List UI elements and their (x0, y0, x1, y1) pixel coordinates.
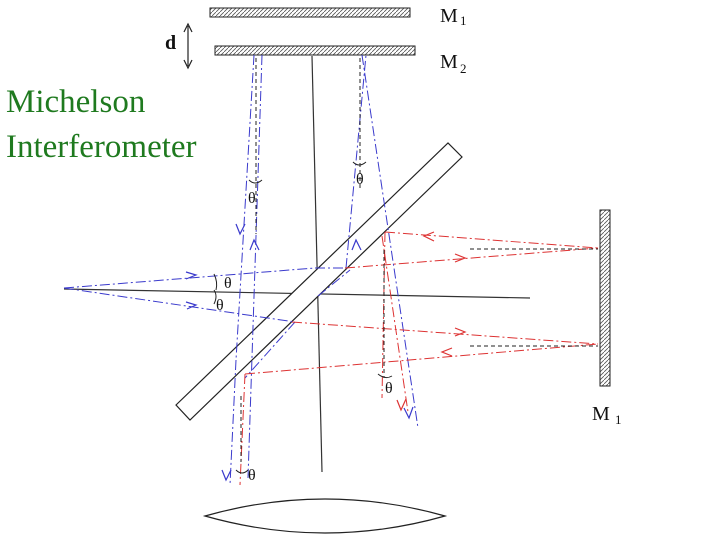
angle-label-left: θ (248, 190, 256, 207)
arc-left (248, 179, 263, 184)
angle-label-source-upper: θ (224, 275, 232, 292)
blue-ray-left-down (247, 54, 263, 479)
angle-label-right-lower: θ (385, 380, 393, 397)
title-line-2: Interferometer (6, 129, 197, 165)
arc-source-lower (213, 289, 217, 305)
mirror-right (599, 209, 611, 387)
blue-ray-source-lower (63, 287, 296, 323)
d-arrow-head-up (183, 22, 193, 33)
angle-label-bottom: θ (248, 467, 256, 484)
mirror-label-top-upper: M (440, 5, 458, 27)
mirror-sub-top-upper: 1 (460, 13, 467, 28)
arc-bottom (235, 469, 249, 474)
red-ray-lower-in (291, 321, 599, 345)
angle-arcs (213, 161, 393, 474)
vertical-axis (311, 55, 323, 473)
blue-ray-right-down (361, 54, 419, 429)
mirror-sub-top-lower: 2 (460, 61, 467, 76)
normals (240, 58, 598, 462)
red-arrows (396, 231, 467, 412)
blue-arrow-7 (221, 469, 232, 482)
red-ray-upper-in (384, 231, 599, 249)
blue-arrow-4 (249, 238, 260, 251)
blue-ray-exit-left (229, 359, 237, 486)
mirror-top-upper (209, 7, 411, 18)
red-ray-upper-out (344, 247, 599, 269)
angle-label-right: θ (356, 171, 364, 188)
blue-ray-cross (317, 269, 351, 297)
d-label: d (165, 32, 176, 54)
red-arrow-4 (440, 347, 453, 357)
blue-arrow-3 (235, 223, 246, 236)
blue-arrow-5 (351, 238, 362, 251)
red-arrow-5 (396, 398, 407, 412)
blue-arrow-1 (185, 271, 198, 280)
red-arrow-3 (454, 327, 467, 337)
arc-source-upper (213, 273, 218, 291)
blue-arrows (185, 223, 414, 482)
beam-splitter (175, 142, 463, 421)
blue-ray-lower-in-plate (244, 321, 296, 379)
mirror-sub-right: 1 (615, 412, 622, 427)
lens (202, 498, 448, 534)
mirror-top-lower (214, 45, 416, 56)
d-arrow-head-down (183, 59, 193, 70)
red-ray-exit (239, 373, 246, 486)
blue-beams (63, 54, 419, 486)
blue-arrow-6 (403, 406, 414, 420)
blue-ray-left-up (235, 54, 255, 361)
blue-ray-source-upper (63, 267, 316, 289)
arc-right (352, 161, 367, 166)
mirror-label-right: M (592, 403, 610, 425)
angle-label-source-lower: θ (216, 297, 224, 314)
title-line-1: Michelson (6, 84, 146, 120)
red-ray-lower-out (244, 343, 599, 375)
blue-arrow-2 (185, 301, 198, 310)
red-arrow-1 (422, 231, 435, 242)
red-ray-vertical-right-2 (381, 235, 409, 413)
red-arrow-2 (454, 253, 467, 263)
arc-right-lower (377, 373, 393, 379)
mirror-label-top-lower: M (440, 51, 458, 73)
